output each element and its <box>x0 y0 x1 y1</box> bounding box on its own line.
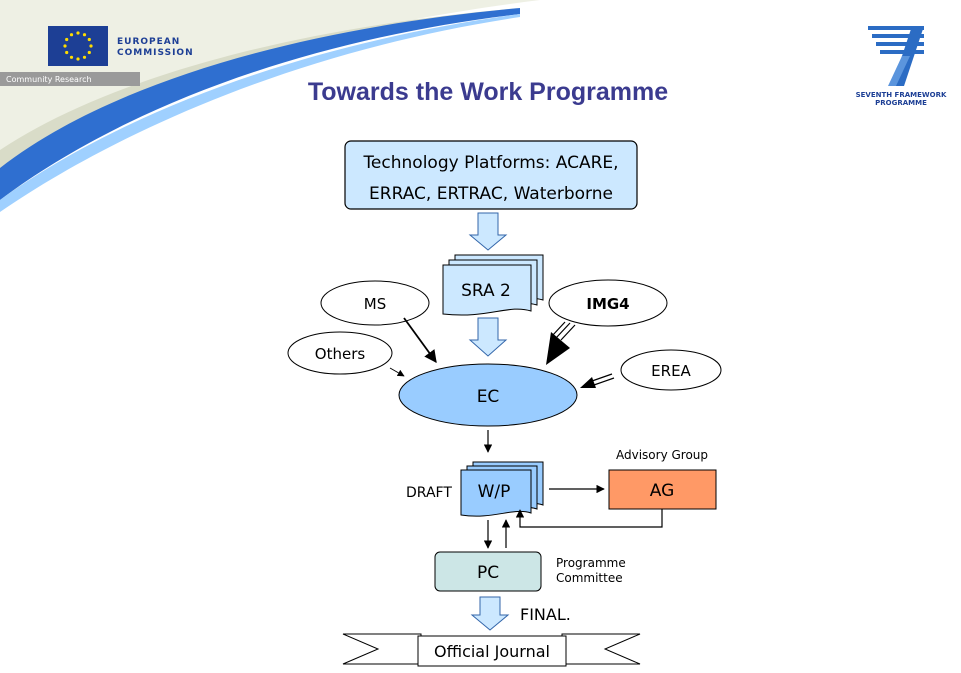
ec-logo-line2: COMMISSION <box>117 48 194 58</box>
ec-logo-line1: EUROPEAN <box>117 37 180 47</box>
programme-committee-line1: Programme <box>556 556 626 570</box>
eu-stars-icon <box>63 31 93 61</box>
ec-band <box>0 72 140 86</box>
erea-label: EREA <box>651 362 691 380</box>
arrow-sra-to-ec <box>468 317 508 357</box>
ag-label: AG <box>650 481 675 501</box>
arrow-img4-to-ec <box>546 321 576 365</box>
ms-ellipse <box>320 280 430 326</box>
sra-label: SRA 2 <box>461 281 511 301</box>
others-label: Others <box>315 345 366 363</box>
page-title: Towards the Work Programme <box>308 78 668 106</box>
tech-platforms-line1: Technology Platforms: ACARE, <box>362 153 618 173</box>
ms-label: MS <box>364 295 386 313</box>
ag-box <box>608 469 717 510</box>
img4-label: IMG4 <box>586 295 629 313</box>
sra-document <box>442 254 544 316</box>
programme-committee-line2: Committee <box>556 571 623 585</box>
arrow-others-to-ec <box>389 367 405 377</box>
draft-label: DRAFT <box>406 485 452 501</box>
fp7-line2: PROGRAMME <box>875 99 927 107</box>
final-label: FINAL. <box>520 605 571 624</box>
official-journal-banner <box>342 633 641 667</box>
ec-ellipse <box>398 363 578 427</box>
fp7-line1: SEVENTH FRAMEWORK <box>856 91 947 99</box>
others-ellipse <box>287 331 393 375</box>
arrow-ag-to-wp <box>515 509 663 528</box>
tech-platforms-box <box>344 140 638 210</box>
fp7-logo: SEVENTH FRAMEWORK PROGRAMME <box>856 26 947 107</box>
ec-band-text: Community Research <box>6 75 92 84</box>
img4-ellipse <box>548 279 668 327</box>
tech-platforms-line2: ERRAC, ERTRAC, Waterborne <box>369 184 613 204</box>
pc-box <box>434 551 542 592</box>
erea-ellipse <box>620 349 722 391</box>
fp7-emblem-icon <box>868 26 924 86</box>
ec-label: EC <box>477 387 500 407</box>
official-journal-label: Official Journal <box>434 642 550 661</box>
arrow-tech-to-sra <box>468 212 508 251</box>
arrow-erea-to-ec <box>580 373 615 388</box>
arrow-ms-to-ec <box>403 317 437 364</box>
header-swoosh <box>0 0 540 212</box>
eu-commission-logo: EUROPEAN COMMISSION Community Research <box>0 26 194 86</box>
pc-label: PC <box>477 563 499 583</box>
wp-document <box>460 461 544 517</box>
advisory-group-label: Advisory Group <box>616 448 708 462</box>
arrow-pc-to-oj <box>470 596 510 631</box>
wp-label: W/P <box>478 482 511 502</box>
